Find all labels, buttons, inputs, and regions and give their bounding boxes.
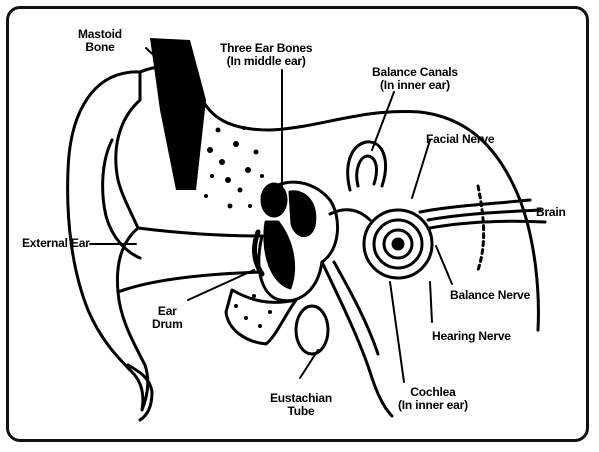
label-ear-drum: Ear Drum <box>152 305 183 331</box>
pointer-balance-nerve <box>436 246 452 284</box>
cochlea-spiral <box>364 210 432 278</box>
incus <box>290 192 315 236</box>
mastoid-ridge <box>226 290 296 344</box>
pointer-hearing-nerve <box>430 282 432 322</box>
label-drum-line2: Drum <box>152 318 183 331</box>
label-hearing-nerve: Hearing Nerve <box>432 330 511 343</box>
eustachian-tube <box>322 262 392 416</box>
balance-canal-inner <box>357 156 377 186</box>
label-cochlea: Cochlea (In inner ear) <box>398 386 468 412</box>
label-balance-nerve: Balance Nerve <box>450 289 530 302</box>
ear-canal-bottom <box>118 272 262 292</box>
brain-edge <box>478 186 484 270</box>
ear-canal-top <box>138 228 262 236</box>
label-mastoid-bone: Mastoid Bone <box>78 28 122 54</box>
label-eustachian-tube: Eustachian Tube <box>270 392 332 418</box>
balance-canal-loop <box>348 142 386 190</box>
label-cochlea-line2: (In inner ear) <box>398 399 468 412</box>
label-external-ear: External Ear <box>22 237 90 250</box>
label-balance-canals: Balance Canals (In inner ear) <box>372 66 458 92</box>
label-canals-line2: (In inner ear) <box>372 79 458 92</box>
label-three-ear-bones: Three Ear Bones (In middle ear) <box>220 42 312 68</box>
pointer-canals <box>372 92 394 150</box>
eustachian-tube-2 <box>334 262 378 354</box>
mastoid-stipple <box>150 38 272 328</box>
pointer-cochlea <box>390 282 404 382</box>
label-facial-nerve: Facial Nerve <box>426 133 494 146</box>
pinna-inner <box>103 140 140 258</box>
label-brain: Brain <box>536 206 566 219</box>
lower-cavity <box>296 306 328 354</box>
label-eustachian-line2: Tube <box>270 405 332 418</box>
pointer-facial <box>412 140 430 198</box>
label-three-bones-line2: (In middle ear) <box>220 55 312 68</box>
label-mastoid-line2: Bone <box>78 41 122 54</box>
stapes <box>265 222 294 288</box>
